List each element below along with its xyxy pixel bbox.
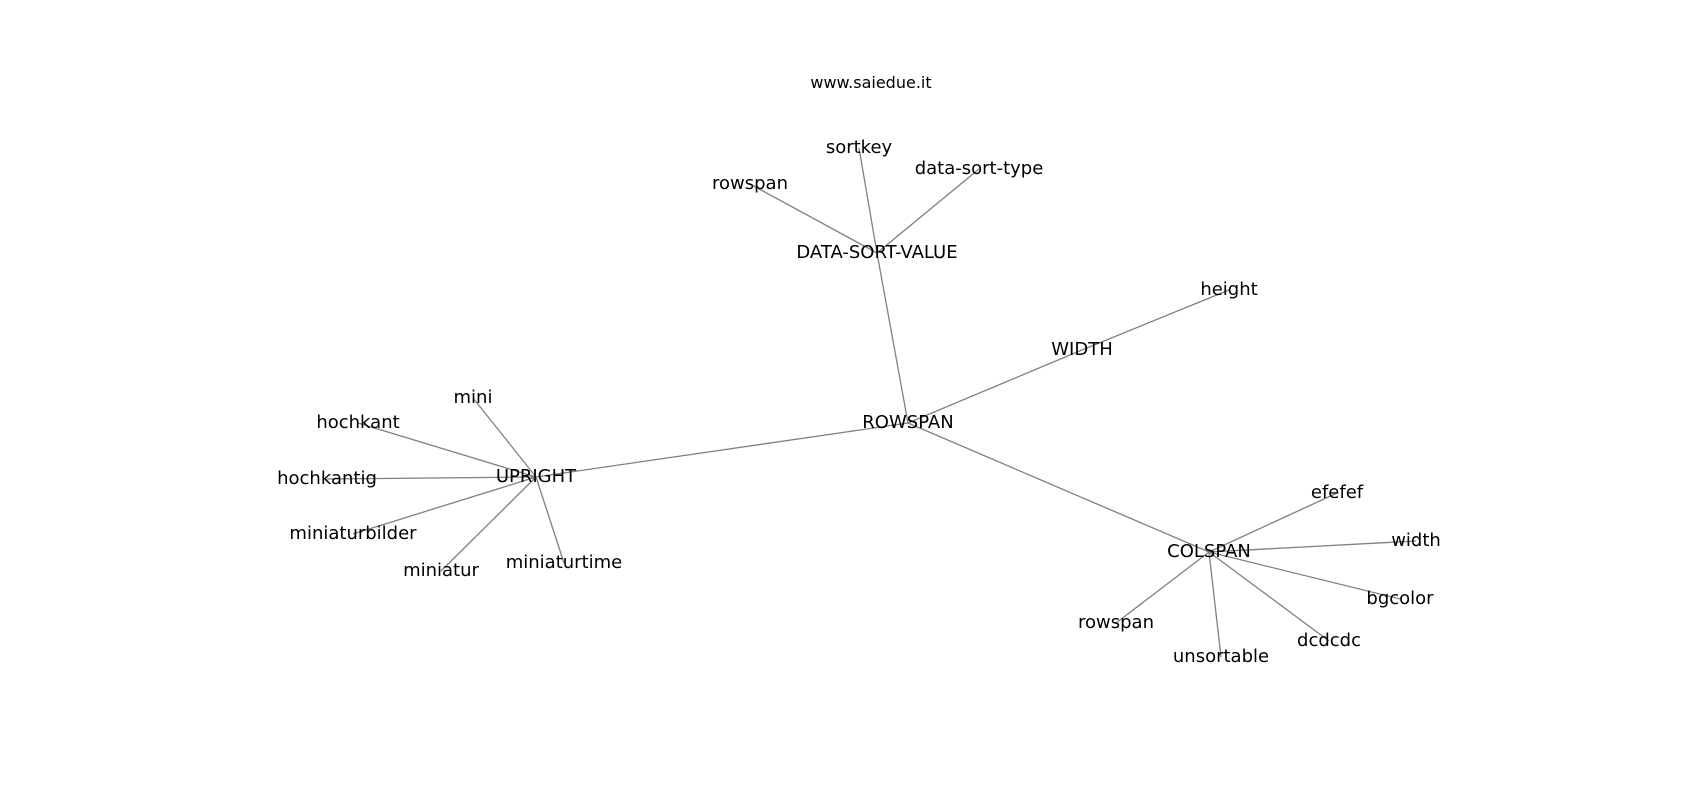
edge-upright-miniatur	[440, 476, 537, 572]
node-label-miniaturbilder: miniaturbilder	[289, 523, 417, 544]
node-label-width-hub: WIDTH	[1051, 339, 1113, 360]
edge-colspan-bgcolor	[1208, 551, 1401, 600]
node-label-hochkantig: hochkantig	[277, 468, 377, 489]
node-label-sortkey: sortkey	[826, 137, 893, 158]
edge-rowspan_center-upright	[535, 422, 909, 478]
edge-width_hub-height	[1081, 289, 1230, 351]
edges-layer	[326, 147, 1417, 658]
node-label-colspan: COLSPAN	[1167, 541, 1251, 562]
edge-data_sort_value-data_sort_type	[876, 168, 980, 254]
watermark-label: www.saiedue.it	[810, 73, 931, 92]
node-label-rowspan-top: rowspan	[712, 173, 788, 194]
node-label-height: height	[1200, 279, 1257, 300]
edge-upright-hochkantig	[326, 476, 537, 480]
node-label-rowspan-center: ROWSPAN	[862, 412, 953, 433]
node-label-rowspan-bottom: rowspan	[1078, 612, 1154, 633]
edge-upright-hochkant	[357, 422, 537, 478]
node-label-width-leaf: width	[1391, 530, 1441, 551]
edge-rowspan_center-colspan	[907, 422, 1210, 553]
edge-colspan-rowspan_bottom	[1115, 551, 1210, 624]
edge-upright-miniaturbilder	[352, 476, 537, 535]
edge-colspan-dcdcdc	[1208, 551, 1330, 642]
edge-rowspan_center-width_hub	[907, 349, 1083, 424]
edge-data_sort_value-sortkey	[858, 147, 878, 254]
node-label-mini: mini	[454, 387, 493, 408]
node-label-miniatur: miniatur	[403, 560, 479, 581]
edge-colspan-width_leaf	[1208, 540, 1417, 553]
node-label-unsortable: unsortable	[1173, 646, 1269, 667]
edge-data_sort_value-rowspan_top	[749, 183, 878, 254]
edge-rowspan_center-data_sort_value	[876, 252, 909, 424]
node-label-hochkant: hochkant	[316, 412, 399, 433]
edge-colspan-efefef	[1208, 492, 1338, 553]
node-label-efefef: efefef	[1311, 482, 1364, 503]
node-label-bgcolor: bgcolor	[1366, 588, 1434, 609]
edge-upright-mini	[472, 397, 537, 478]
node-label-upright: UPRIGHT	[496, 466, 577, 487]
node-label-miniaturtime: miniaturtime	[506, 552, 623, 573]
edge-upright-miniaturtime	[535, 476, 565, 564]
edge-colspan-unsortable	[1208, 551, 1222, 658]
node-label-data-sort-type: data-sort-type	[915, 158, 1044, 179]
node-label-dcdcdc: dcdcdc	[1297, 630, 1361, 651]
nodes-layer: ROWSPAN DATA-SORT-VALUE WIDTH UPRIGHT COLSPA…	[277, 137, 1441, 667]
node-label-data-sort-value: DATA-SORT-VALUE	[796, 242, 957, 263]
